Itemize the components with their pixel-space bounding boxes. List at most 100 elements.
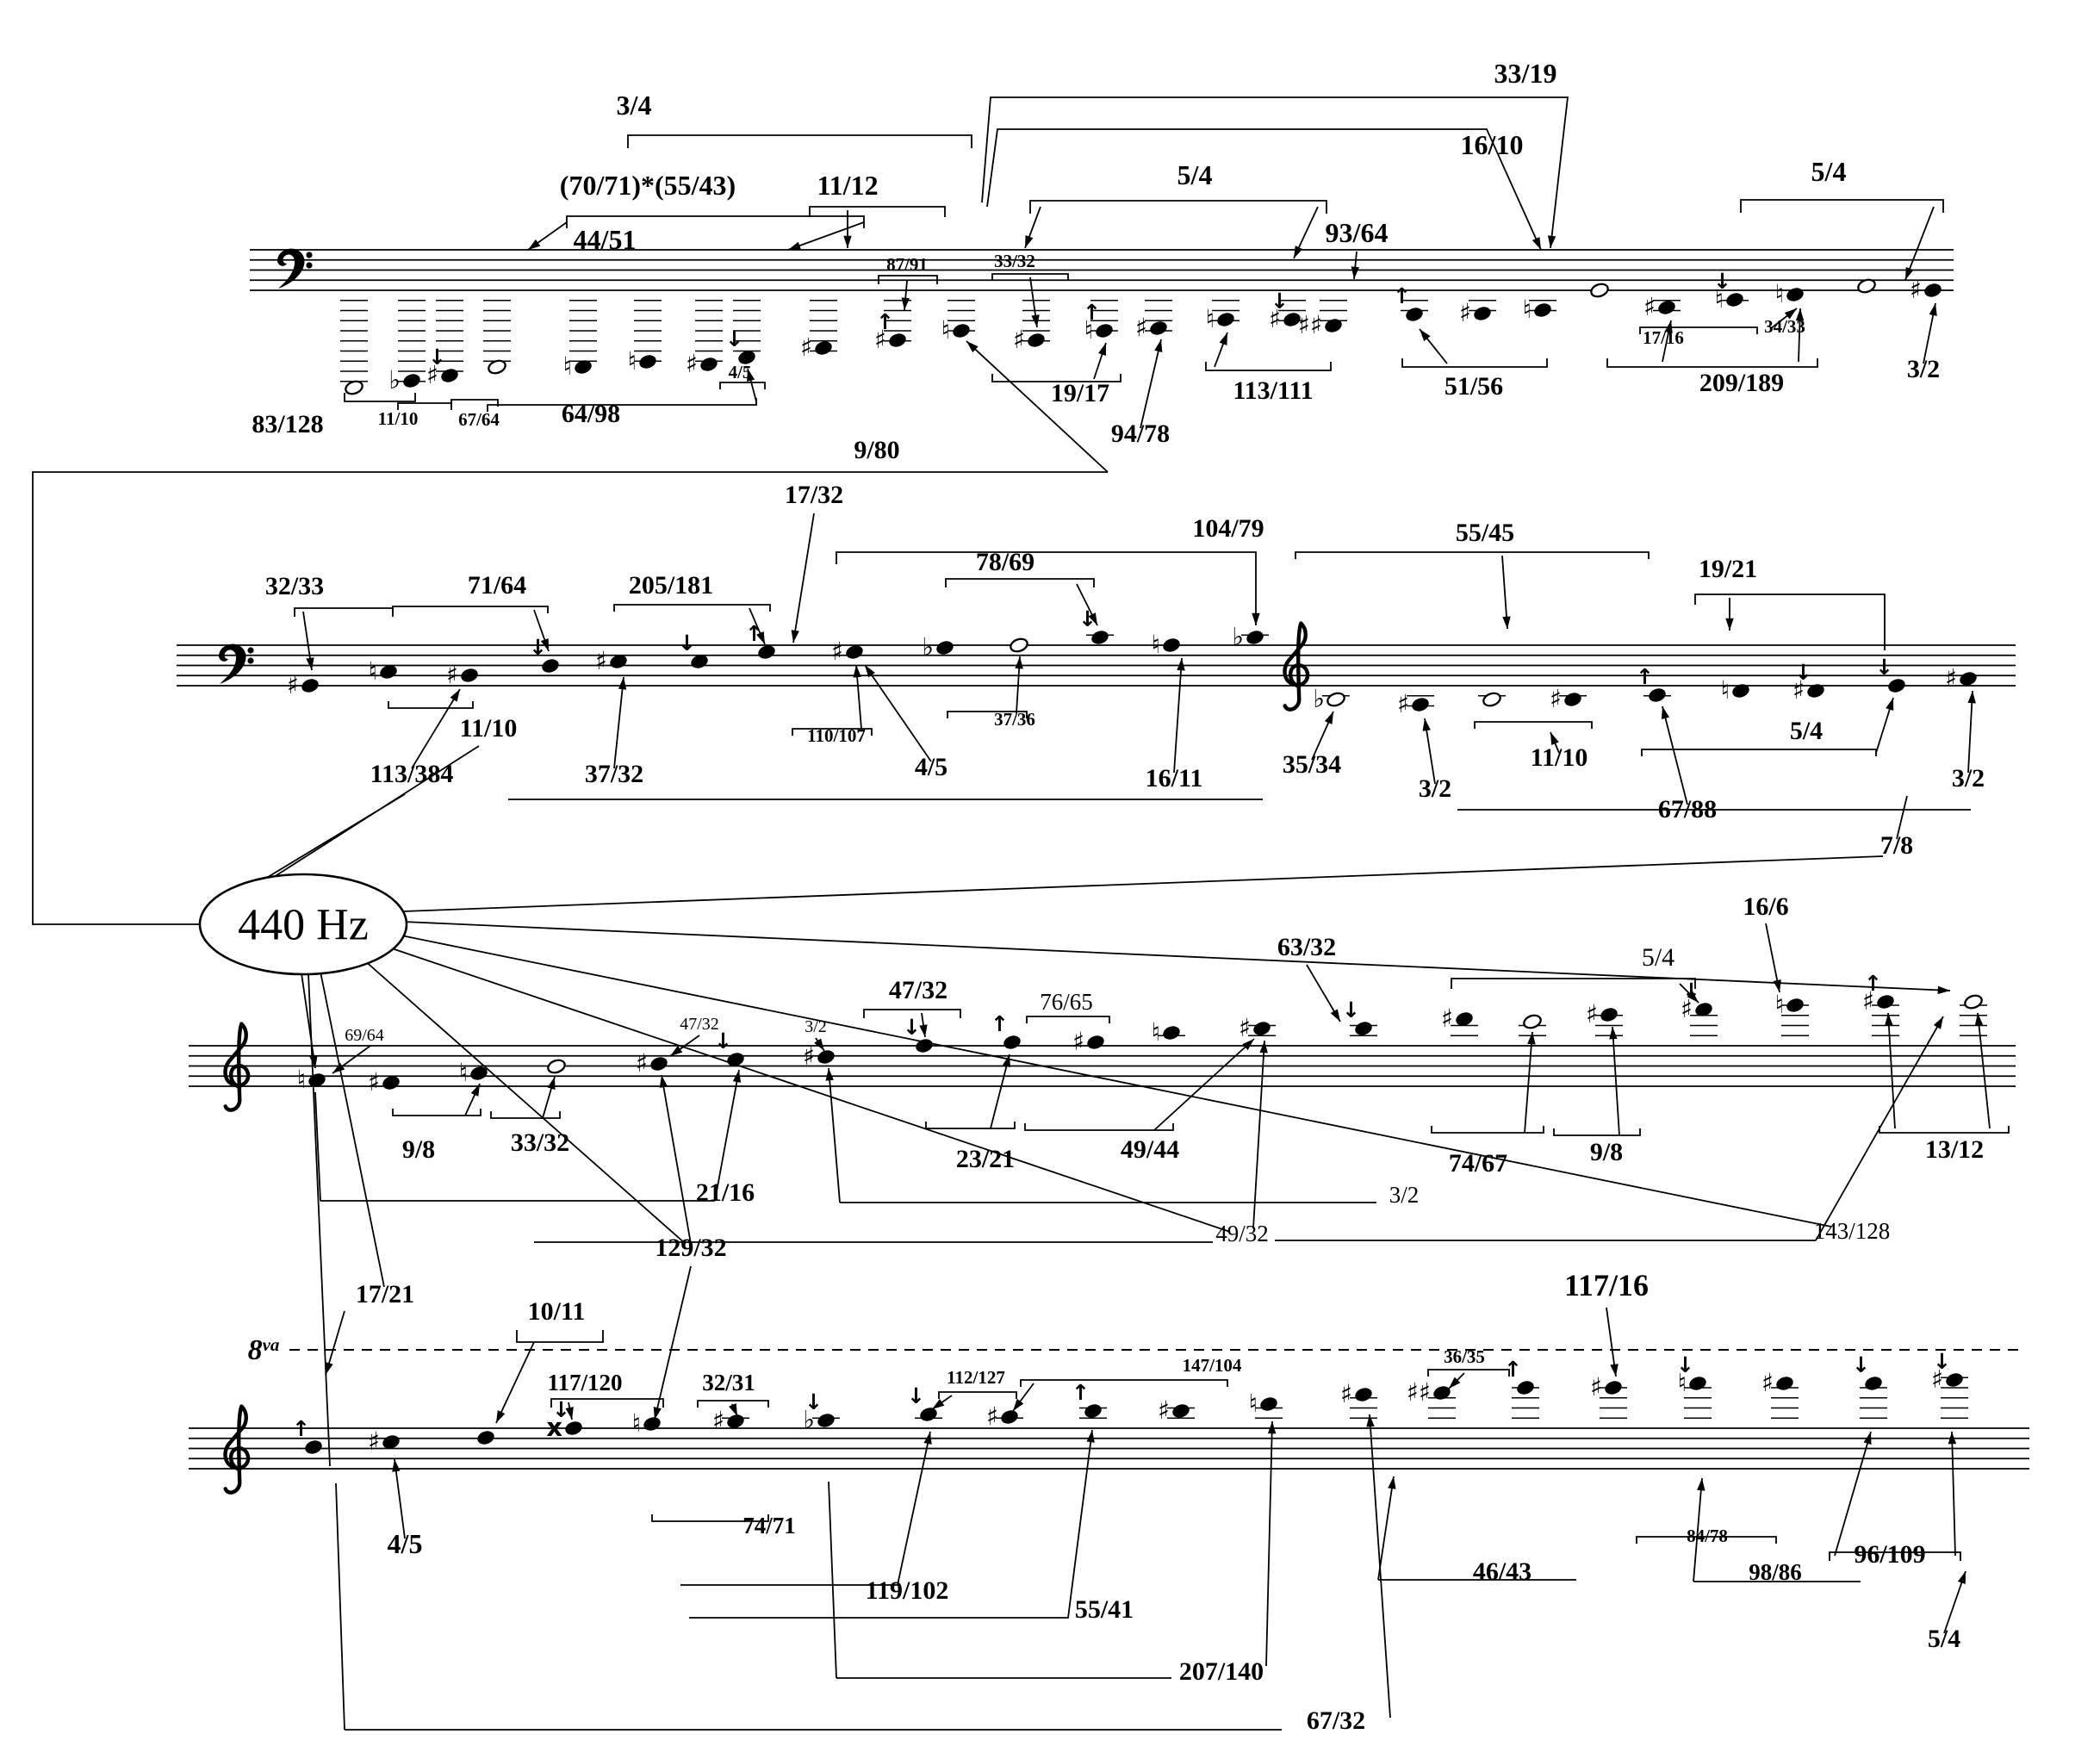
connector-line (394, 1458, 406, 1539)
connector-arrowhead (1532, 237, 1541, 250)
note: ♯ (287, 670, 319, 699)
connector-arrowhead (1422, 718, 1431, 731)
note: x↓ (546, 1397, 582, 1442)
sharp-accidental-icon: ♯ (446, 660, 458, 689)
connector-arrowhead (392, 1459, 401, 1472)
connector-line (1639, 326, 1758, 334)
sharp-accidental-icon: ♯ (1340, 1379, 1352, 1408)
note: ♯ (1072, 1027, 1104, 1056)
filled-notehead (301, 679, 319, 693)
connector-line (986, 128, 1542, 251)
ratio-label: 16/10 (1461, 129, 1524, 160)
ratio-label: 117/16 (1564, 1268, 1649, 1302)
sharp-accidental-icon: ♯ (426, 360, 438, 389)
filled-notehead (1924, 283, 1942, 297)
filled-notehead (1695, 1003, 1712, 1016)
note (1857, 278, 1876, 294)
filled-notehead (1217, 313, 1234, 326)
connector-arrowhead (496, 1410, 506, 1423)
ratio-label: 32/33 (265, 572, 324, 600)
connector-line (402, 855, 1884, 912)
note: ♯ (368, 1067, 400, 1097)
ratio-label: 5/4 (1928, 1625, 1960, 1653)
connector-arrowhead (843, 235, 852, 248)
arrow-down-accidental-icon: ↓ (907, 1383, 925, 1408)
connector-arrowhead (325, 1362, 333, 1375)
note: ↑ (745, 621, 775, 659)
connector-arrowhead (618, 677, 627, 690)
filled-notehead (305, 1440, 322, 1454)
ratio-label: 13/12 (1925, 1135, 1984, 1164)
flat-accidental-icon: ♭ (388, 365, 401, 395)
connector-line (320, 971, 385, 1288)
ratio-label: 64/98 (562, 400, 620, 428)
filled-notehead (1406, 308, 1423, 321)
connector-line (487, 398, 757, 412)
note: ↓ (714, 1029, 744, 1066)
notes-layer: ♭♯↓♮♮♯↓♯♯↑♮♯♮↑♯♮♯↓♯♯↑♯♮♯♮↓♮♯♯♮♯↓♯↓↑♯♭↓♮♭… (287, 269, 1987, 1456)
connector-line (1205, 362, 1332, 371)
arrow-down-accidental-icon: ↓ (1682, 979, 1700, 1004)
connector-arrowhead (1366, 1414, 1375, 1427)
connector-arrowhead (1259, 1041, 1268, 1054)
filled-notehead (920, 1408, 937, 1421)
connector-line (308, 973, 331, 1467)
sharp-accidental-icon: ♯ (1441, 1004, 1453, 1033)
filled-notehead (1091, 631, 1109, 644)
connector-line (938, 1391, 1017, 1399)
connector-line (1295, 551, 1650, 559)
filled-notehead (936, 641, 954, 655)
note: ♯ (1340, 1379, 1377, 1420)
note: ♯ (712, 1406, 749, 1435)
treble-clef-icon (223, 1404, 251, 1495)
treble-clef-icon (223, 1022, 251, 1112)
filled-notehead (738, 351, 755, 364)
connector-line (792, 513, 815, 643)
connector-line (1377, 1476, 1395, 1581)
ratio-label: 34/33 (1764, 316, 1805, 337)
connector-arrowhead (1098, 343, 1106, 356)
filled-notehead (1163, 1026, 1180, 1040)
connector-arrowhead (1885, 1013, 1893, 1026)
ratio-label: 3/2 (805, 1017, 827, 1036)
note: ♯ (1550, 684, 1587, 713)
note: ♮ (941, 299, 975, 345)
connector-line (1967, 690, 1973, 774)
double-sharp-accidental-icon: ♯♯ (1407, 1377, 1431, 1407)
connector-line (388, 947, 1231, 1233)
connector-line (661, 1074, 692, 1245)
note: ↓ (1852, 1352, 1887, 1420)
note: ♯ (1459, 298, 1496, 327)
filled-notehead (1776, 1377, 1793, 1390)
connector-arrowhead (1929, 303, 1937, 316)
connector-line (863, 1009, 961, 1018)
connector-line (654, 1265, 692, 1420)
note: ↓ (725, 299, 761, 364)
connector-line (1904, 206, 1935, 281)
note: ♯ (803, 1041, 835, 1071)
connector-line (314, 1091, 321, 1202)
open-notehead (1482, 692, 1501, 707)
connector-line (344, 393, 416, 402)
ratio-label: 55/41 (1075, 1595, 1134, 1624)
ratio-label: 119/102 (866, 1576, 949, 1605)
connector-arrowhead (1013, 1398, 1024, 1411)
connector-arrowhead (1967, 691, 1976, 704)
ratio-label: 36/35 (1444, 1346, 1485, 1367)
note: ♮ (1775, 990, 1809, 1037)
connector-arrowhead (966, 341, 979, 353)
ratio-label: 76/65 (1040, 989, 1093, 1015)
filled-notehead (691, 655, 708, 668)
sharp-accidental-icon: ♯ (1158, 1395, 1170, 1425)
filled-notehead (470, 1066, 488, 1080)
connector-arrowhead (1550, 732, 1559, 745)
note: ♭↓ (803, 1389, 840, 1434)
note: ↓ (1342, 998, 1377, 1037)
connector-line (613, 676, 624, 769)
connector-arrowhead (1974, 1013, 1984, 1026)
note: ↓ (529, 635, 559, 673)
staff-2 (177, 621, 2016, 712)
filled-notehead (916, 1039, 933, 1053)
note (1960, 994, 1987, 1037)
note (477, 1431, 494, 1445)
